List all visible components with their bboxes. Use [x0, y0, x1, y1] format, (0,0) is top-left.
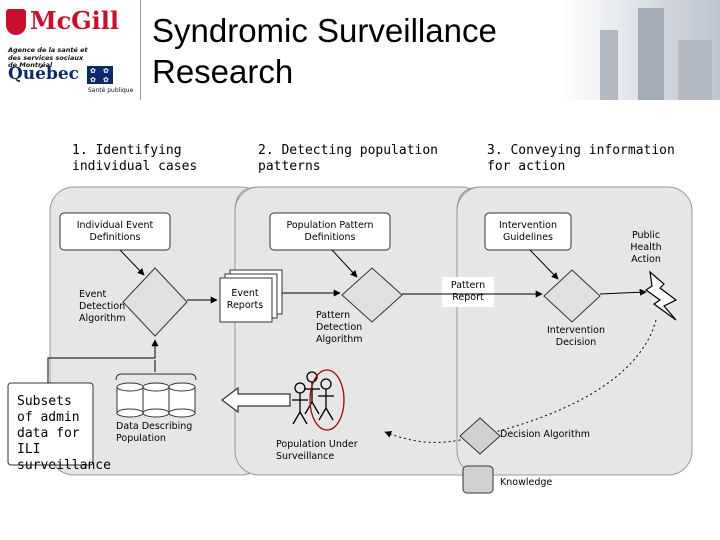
dashed-arrow-action-to-population — [384, 319, 657, 443]
individual-event-definitions-label: Individual Event Definitions — [76, 220, 154, 243]
stage-3-panel — [456, 186, 693, 476]
lightning-bolt-icon — [644, 270, 678, 321]
event-detection-diamond — [122, 267, 188, 337]
mcgill-logo: McGill — [30, 6, 120, 35]
pattern-report-box — [442, 277, 494, 307]
individual-event-definitions-box — [59, 212, 171, 251]
public-health-action-label: Public Health Action — [630, 230, 662, 265]
data-describing-population-label: Data Describing Population — [116, 421, 193, 444]
quebec-logo: Québec — [8, 64, 80, 84]
stage-3-overlap-outline — [456, 186, 482, 300]
population-pattern-definitions-box — [269, 212, 391, 251]
agency-logo-text: Agence de la santé et des services socia… — [8, 46, 88, 69]
cylinder-group-bracket — [115, 373, 197, 381]
population-under-surveillance-label: Population Under Surveillance — [276, 439, 358, 462]
pattern-detection-diamond — [341, 267, 403, 323]
page-title: Syndromic Surveillance Research — [152, 12, 497, 90]
block-arrow-left-icon — [221, 386, 291, 414]
arrow-pattern-defs-to-detection — [331, 249, 358, 278]
arrow-definitions-to-detection — [119, 249, 145, 276]
intervention-guidelines-box — [484, 212, 572, 251]
database-cylinders-icon — [116, 382, 196, 418]
stage-3-label: 3. Conveying information for action — [487, 143, 675, 174]
arrow-subsets-to-detection — [47, 339, 159, 383]
stage-2-overlap-outline — [234, 186, 260, 340]
logo-panel: McGill Agence de la santé et des service… — [0, 0, 141, 100]
legend-knowledge-box — [462, 465, 494, 494]
stage-2-label: 2. Detecting population patterns — [258, 143, 439, 174]
event-reports-label: Event Reports — [226, 288, 264, 311]
intervention-guidelines-label: Intervention Guidelines — [499, 220, 557, 243]
castle-photo — [560, 0, 720, 100]
pattern-detection-algorithm-label: Pattern Detection Algorithm — [316, 310, 363, 345]
quebec-flag-icon: ✿✿ ✿✿ — [87, 66, 113, 84]
population-figures-icon — [292, 371, 334, 425]
mcgill-shield-icon — [6, 9, 26, 35]
intervention-decision-label: Intervention Decision — [547, 325, 605, 348]
pattern-report-label: Pattern Report — [450, 280, 486, 303]
legend-decision-diamond — [459, 417, 501, 455]
arrow-guidelines-to-decision — [529, 249, 559, 280]
highlight-circle — [309, 369, 345, 431]
stage-1-label: 1. Identifying individual cases — [72, 143, 198, 174]
population-pattern-definitions-label: Population Pattern Definitions — [286, 220, 374, 243]
legend-knowledge-label: Knowledge — [500, 477, 553, 488]
sante-publique-text: Santé publique — [88, 87, 134, 94]
arrow-decision-to-action — [599, 288, 647, 296]
event-report-sheet — [219, 277, 273, 323]
intervention-decision-diamond — [543, 269, 601, 323]
legend-decision-algorithm-label: Decision Algorithm — [500, 429, 590, 440]
event-detection-algorithm-label: Event Detection Algorithm — [79, 289, 126, 324]
subsets-admin-data-label: Subsets of admin data for ILI surveillan… — [17, 394, 111, 473]
subsets-admin-data-box — [7, 382, 94, 466]
